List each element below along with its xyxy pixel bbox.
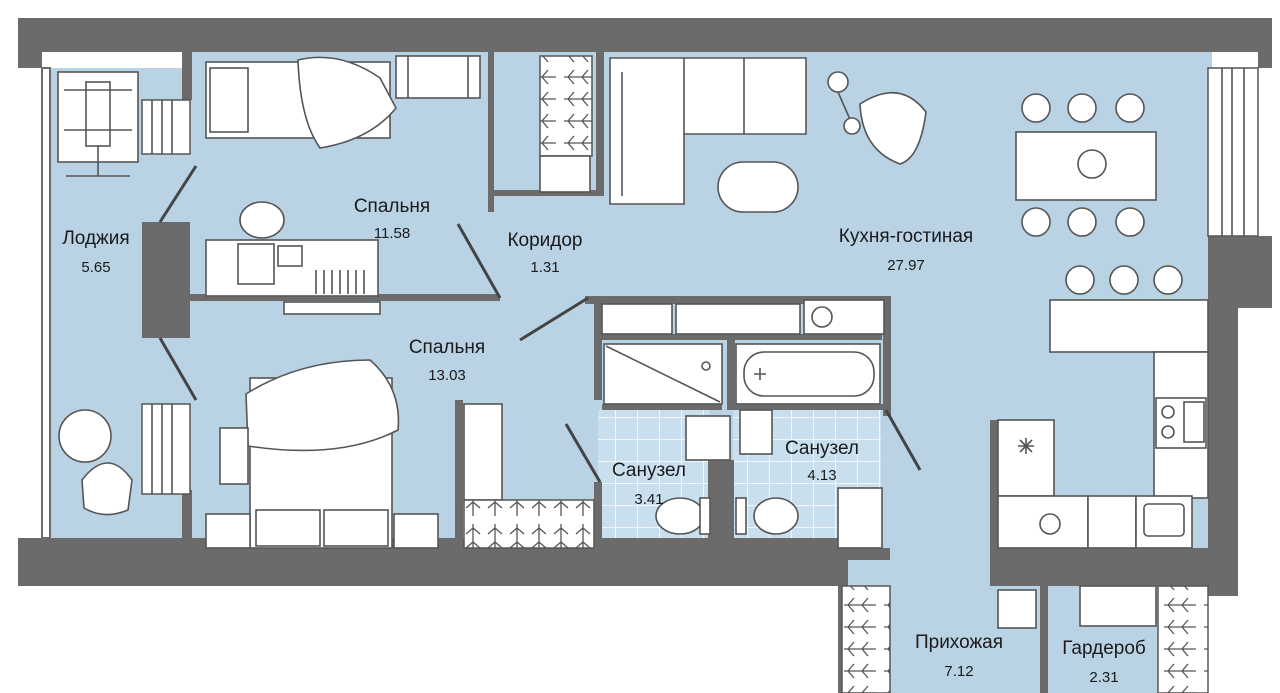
bedroom2-area: 13.03 [428, 367, 466, 384]
fridge-icon [997, 419, 1055, 497]
wall-left-lower [182, 490, 192, 550]
washing-machine-icon [837, 487, 883, 549]
washing-shelf-icon [601, 299, 885, 335]
window-bedroom1 [141, 99, 191, 155]
walls [18, 18, 1272, 693]
kitchen-name: Кухня-гостиная [839, 226, 973, 247]
wall-wardrobe-bedroom [455, 400, 463, 550]
bed-icon [245, 359, 400, 549]
wall-top-left [18, 18, 42, 68]
office-chair-icon [239, 201, 285, 239]
wall-bath-top [585, 296, 891, 304]
kitchen-counter [1049, 299, 1209, 499]
round-table-icon [58, 409, 112, 463]
loggia-name: Лоджия [62, 228, 129, 249]
wall-bath-middle [708, 460, 734, 550]
wall-kitchen-island [990, 420, 998, 550]
kitchen-lower-counter [997, 419, 1193, 549]
wall-bath-tile-line [602, 404, 722, 410]
corridor-name: Коридор [507, 230, 582, 251]
hall-area: 7.12 [944, 663, 973, 680]
wall-bath-left [594, 296, 602, 400]
wall-kitchen-bottom [990, 548, 1208, 586]
wall-corridor-right [596, 52, 604, 196]
armchair-icon [81, 462, 133, 516]
wardrobe-icon [539, 55, 593, 193]
window-loggia-left [41, 67, 51, 539]
shower-icon [603, 343, 723, 405]
loggia-area: 5.65 [81, 259, 110, 276]
wall-left-inner [182, 52, 192, 100]
sink-icon [685, 409, 773, 461]
nightstand-icon [393, 513, 439, 549]
corridor-area: 1.31 [530, 259, 559, 276]
shoe-rack-icon [841, 585, 891, 693]
bedroom1-area: 11.58 [374, 225, 410, 242]
floor-lamp-icon [827, 71, 861, 135]
wall-bedroom-divider [190, 294, 500, 301]
sofa-icon [609, 57, 807, 205]
room-labels: Лоджия 5.65 Спальня 11.58 Коридор 1.31 К… [62, 196, 1146, 686]
wardrobe-name: Гардероб [1062, 638, 1146, 659]
slippers-icon [219, 427, 249, 485]
wall-bath-shelf [602, 334, 882, 340]
door-lines [158, 165, 922, 483]
wardrobe-icon [463, 403, 595, 549]
armchair-icon [859, 92, 927, 165]
wall-corridor-left [488, 52, 494, 212]
wall-right-lower [1208, 236, 1238, 596]
chair-icon [395, 55, 481, 99]
bedroom1-name: Спальня [354, 196, 430, 217]
bath1-area: 3.41 [634, 491, 663, 508]
toilet-icon [655, 497, 799, 535]
wall-hall-left [838, 548, 890, 560]
windows [41, 67, 1259, 539]
wall-right-upper [1258, 18, 1272, 68]
wall-wardrobe-split [1040, 586, 1048, 693]
bed-icon [205, 56, 397, 149]
wall-bath-right [883, 296, 891, 416]
hall-name: Прихожая [915, 632, 1003, 653]
bath1-name: Санузел [612, 460, 686, 481]
desk-icon [205, 239, 381, 315]
bath2-name: Санузел [785, 438, 859, 459]
wardrobe-icon [1157, 585, 1209, 693]
kitchen-area: 27.97 [887, 257, 925, 274]
wall-bath-divider [727, 340, 735, 410]
coffee-table-icon [717, 161, 799, 213]
wall-top [18, 18, 1272, 52]
wardrobe-area: 2.31 [1089, 669, 1118, 686]
wall-left-column [142, 222, 190, 338]
exercise-machine-icon [57, 71, 139, 177]
wall-bath-left-lower [594, 482, 602, 550]
wall-corridor-bottom [488, 190, 598, 196]
window-bedroom2 [141, 403, 191, 495]
nightstand-icon [205, 513, 251, 549]
stool-icon [997, 589, 1037, 629]
bath2-area: 4.13 [807, 467, 836, 484]
bathtub-icon [735, 343, 881, 405]
bedroom2-name: Спальня [409, 337, 485, 358]
window-right [1207, 67, 1259, 237]
dining-table-icon [1015, 93, 1183, 295]
wall-bath-tile-line2 [731, 404, 883, 410]
wardrobe-shelf-icon [1079, 585, 1157, 627]
